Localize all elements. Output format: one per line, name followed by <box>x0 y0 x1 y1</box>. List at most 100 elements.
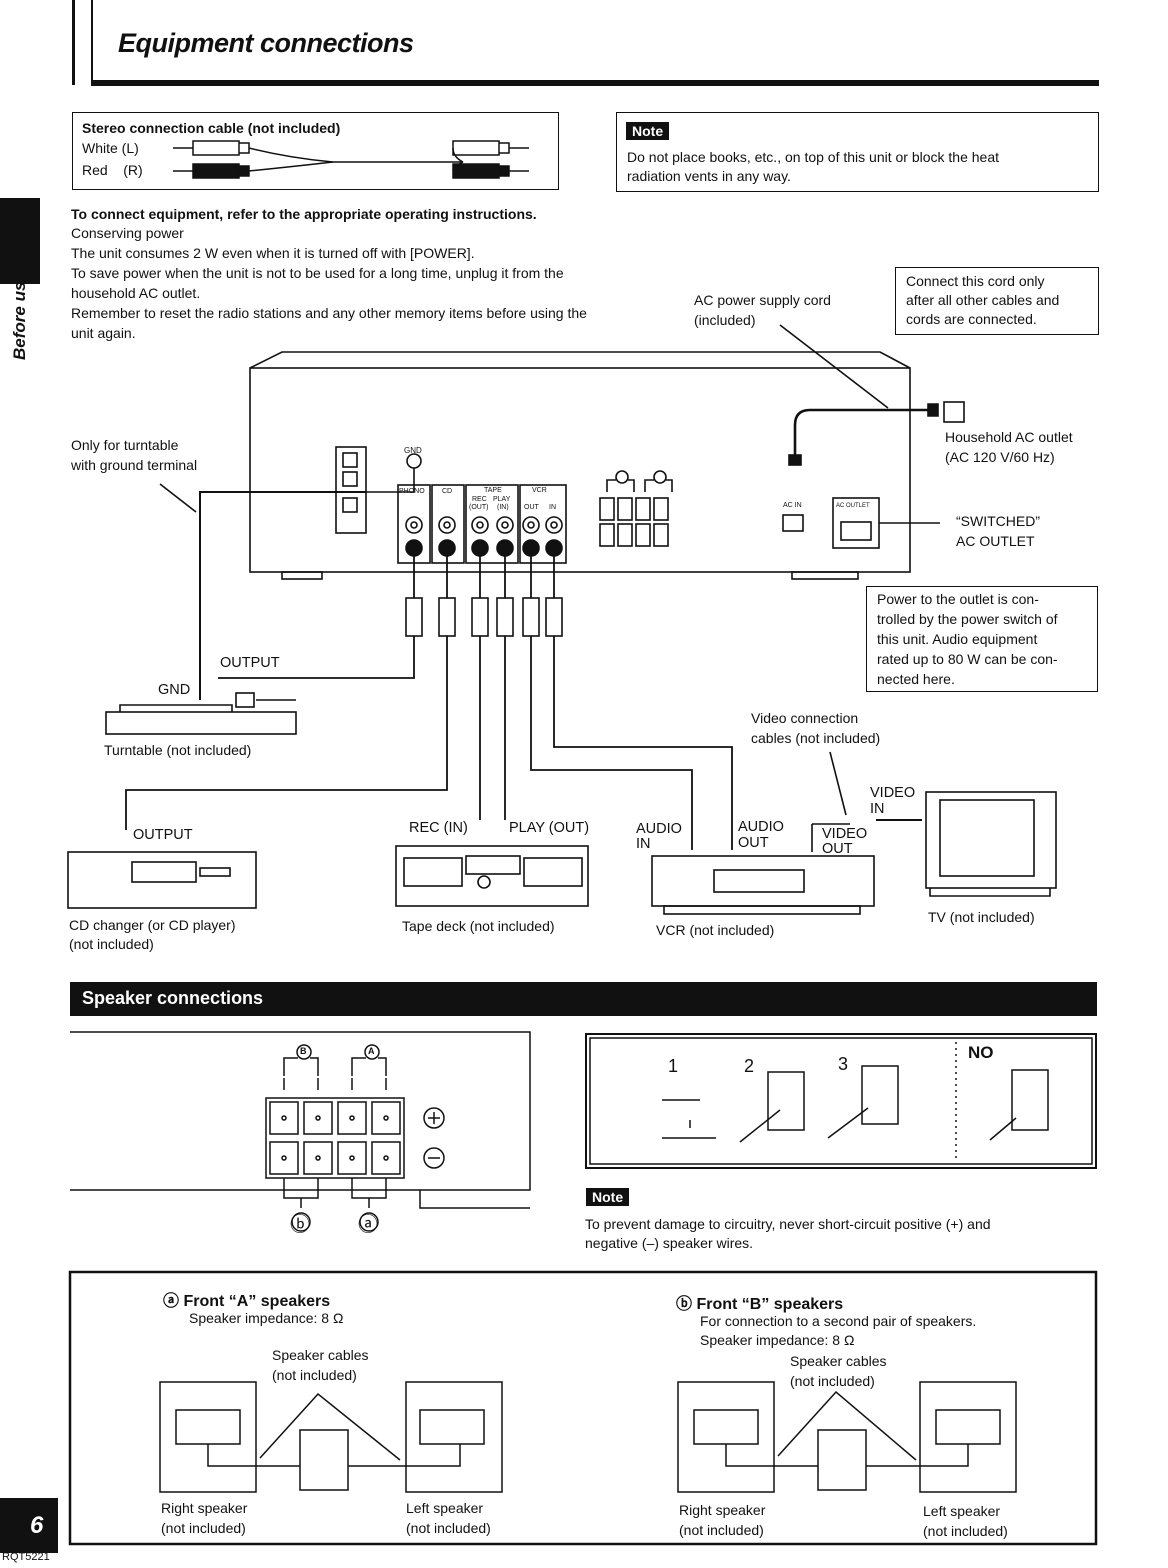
front-b-title: ⓑ Front “B” speakers <box>676 1296 844 1313</box>
speaker-section-header: Speaker connections <box>70 982 1097 1016</box>
vcr-audio-in-label-2: IN <box>636 836 651 852</box>
vcr-audio-out-label-2: OUT <box>738 835 769 851</box>
note-tag: Note <box>626 122 670 140</box>
cord-line-1: Connect this cord only <box>906 273 1045 289</box>
terminal-a-circled: ⓐ <box>358 1214 378 1236</box>
unit-speaker-terminals <box>599 470 673 547</box>
intro-line-3: To save power when the unit is not to be… <box>71 265 564 281</box>
terminal-b-label: B <box>300 1046 307 1056</box>
cd-output-label: OUTPUT <box>133 827 193 843</box>
ac-cord-label-2: (included) <box>694 312 756 328</box>
step-2-label: 2 <box>744 1056 755 1076</box>
intro-line-6: unit again. <box>71 325 136 341</box>
front-a-left-2: (not included) <box>406 1520 491 1536</box>
header-rule-left <box>72 0 75 85</box>
turntable-label: Turntable (not included) <box>104 742 252 758</box>
outlet-label-1: Household AC outlet <box>945 429 1073 445</box>
vcr-video-out-label-2: OUT <box>822 841 853 857</box>
panel-in-paren-label: (IN) <box>497 504 509 511</box>
panel-phono-label: PHONO <box>399 488 425 495</box>
front-b-cables-1: Speaker cables <box>790 1353 887 1369</box>
note-text-1: Do not place books, etc., on top of this… <box>627 149 1000 165</box>
page-title: Equipment connections <box>118 28 414 58</box>
outlet-label-2: (AC 120 V/60 Hz) <box>945 449 1055 465</box>
front-a-right-2: (not included) <box>161 1520 246 1536</box>
intro-heading: To connect equipment, refer to the appro… <box>71 206 537 222</box>
cable-box: Stereo connection cable (not included) W… <box>72 112 559 190</box>
front-a-impedance: Speaker impedance: 8 Ω <box>189 1310 344 1326</box>
page-number: 6 <box>0 1498 58 1553</box>
terminal-b-circled: ⓑ <box>290 1214 310 1236</box>
terminal-a-label: A <box>368 1046 375 1056</box>
turntable-body <box>105 711 297 735</box>
cable-red-label: Red (R) <box>82 162 143 178</box>
note-bottom-tag-wrap: Note <box>586 1188 630 1207</box>
note-box-top: Note Do not place books, etc., on top of… <box>616 112 1099 192</box>
vcr-video-out-label-1: VIDEO <box>822 826 868 842</box>
switched-label-1: “SWITCHED” <box>956 513 1040 529</box>
front-b-impedance: Speaker impedance: 8 Ω <box>700 1332 855 1348</box>
speaker-terminal-block <box>265 1097 405 1179</box>
front-b-right-2: (not included) <box>679 1522 764 1538</box>
connection-diagram <box>67 324 1057 915</box>
front-a-cables-1: Speaker cables <box>272 1347 369 1363</box>
panel-ac-in-label: AC IN <box>783 502 802 509</box>
tv-body <box>925 791 1057 889</box>
note-bottom-tag: Note <box>586 1188 630 1206</box>
vcr-audio-in-label-1: AUDIO <box>636 821 682 837</box>
cd-changer-body <box>67 851 257 909</box>
switched-label-2: AC OUTLET <box>956 533 1035 549</box>
note-bottom-line-2: negative (–) speaker wires. <box>585 1235 754 1251</box>
video-cables-label-1: Video connection <box>751 710 859 726</box>
front-b-cables-2: (not included) <box>790 1373 875 1389</box>
panel-rec-label: REC <box>472 496 487 503</box>
turntable-output-label: OUTPUT <box>220 655 280 671</box>
tape-deck-body <box>395 845 589 907</box>
panel-out-paren-label: (OUT) <box>469 504 489 511</box>
power-line-2: trolled by the power switch of <box>877 611 1058 627</box>
panel-vcr-out-label: OUT <box>524 504 539 511</box>
front-a-right-1: Right speaker <box>161 1500 248 1516</box>
cable-box-title: Stereo connection cable (not included) <box>82 120 341 136</box>
tv-label: TV (not included) <box>928 909 1035 925</box>
cord-line-2: after all other cables and <box>906 292 1060 308</box>
cord-warning-box: Connect this cord only after all other c… <box>895 267 1099 335</box>
note-text-2: radiation vents in any way. <box>627 168 791 184</box>
panel-tape-label: TAPE <box>484 487 502 494</box>
ac-cord-label-1: AC power supply cord <box>694 292 831 308</box>
front-b-left-2: (not included) <box>923 1523 1008 1539</box>
tape-deck-label: Tape deck (not included) <box>402 918 555 934</box>
cable-illustration <box>173 140 529 179</box>
cord-line-3: cords are connected. <box>906 311 1037 327</box>
power-line-4: rated up to 80 W can be con- <box>877 651 1058 667</box>
turntable-note-2: with ground terminal <box>71 457 198 473</box>
step-no-label: NO <box>968 1043 994 1062</box>
power-info-box: Power to the outlet is con- trolled by t… <box>866 586 1098 692</box>
intro-line-4: household AC outlet. <box>71 285 201 301</box>
power-line-3: this unit. Audio equipment <box>877 631 1038 647</box>
intro-line-2: The unit consumes 2 W even when it is tu… <box>71 245 475 261</box>
step-3-label: 3 <box>838 1054 849 1074</box>
panel-vcr-label: VCR <box>532 487 547 494</box>
tape-rec-in-label: REC (IN) <box>409 820 468 836</box>
unit-rear-panel <box>249 367 911 573</box>
section-tab <box>0 198 40 284</box>
document-code: RQT5221 <box>2 1551 50 1563</box>
power-line-1: Power to the outlet is con- <box>877 591 1039 607</box>
tv-video-in-label-1: VIDEO <box>870 785 916 801</box>
front-b-desc: For connection to a second pair of speak… <box>700 1313 977 1329</box>
intro-line-5: Remember to reset the radio stations and… <box>71 305 587 321</box>
vcr-body <box>651 855 875 907</box>
video-cables-label-2: cables (not included) <box>751 730 881 746</box>
header-rule-left-inner <box>91 0 93 80</box>
front-b-right-1: Right speaker <box>679 1502 766 1518</box>
panel-play-label: PLAY <box>493 496 511 503</box>
turntable-note-1: Only for turntable <box>71 437 179 453</box>
intro-line-1: Conserving power <box>71 225 184 241</box>
tv-video-in-label-2: IN <box>870 801 885 817</box>
front-a-title: ⓐ Front “A” speakers <box>163 1293 331 1310</box>
turntable-gnd-label: GND <box>158 682 191 698</box>
cd-changer-label-1: CD changer (or CD player) <box>69 917 236 933</box>
front-a-cables-2: (not included) <box>272 1367 357 1383</box>
panel-vcr-in-label: IN <box>549 504 556 511</box>
